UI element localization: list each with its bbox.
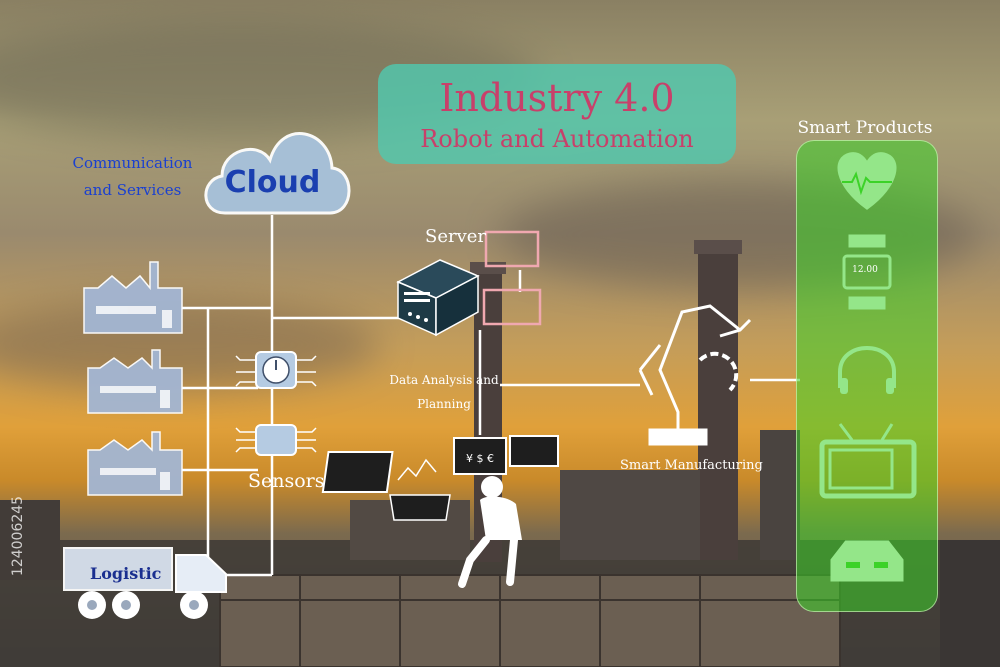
smart-manufacturing-label: Smart Manufacturing [620,458,763,473]
communication-label: Communication and Services [72,154,193,199]
robot-arm-icon [638,304,752,446]
server-label: Server [425,226,487,247]
smart-products-label: Smart Products [797,118,933,138]
data-analysis-label: Data Analysis and Planning [389,373,499,411]
cloud-label: Cloud [224,165,321,200]
monitor-icon [482,230,542,326]
diagram-subtitle: Robot and Automation [420,125,694,153]
cloud-icon [204,132,351,215]
watch-display: 12.00 [852,265,878,275]
smart-products-panel [796,140,938,612]
diagram-title: Industry 4.0 [439,76,675,120]
connector-lines [182,215,800,577]
server-icon [396,259,480,337]
person-laptop-icon: ¥ $ € [321,435,559,588]
svg-text:¥ $ €: ¥ $ € [466,452,494,465]
factory-icon [83,261,183,496]
refinery-silhouette [0,240,1000,667]
title-box [378,64,736,164]
truck-icon [63,547,227,619]
logistic-label: Logistic [90,564,162,583]
chip-gauge-icon [235,351,317,389]
stock-id-watermark: 124006245 [0,440,34,640]
chip-sensor-icon [235,424,317,456]
sensors-label: Sensors [248,470,325,492]
sky-cloud [0,300,380,390]
stock-id-text: 124006245 [10,495,26,577]
